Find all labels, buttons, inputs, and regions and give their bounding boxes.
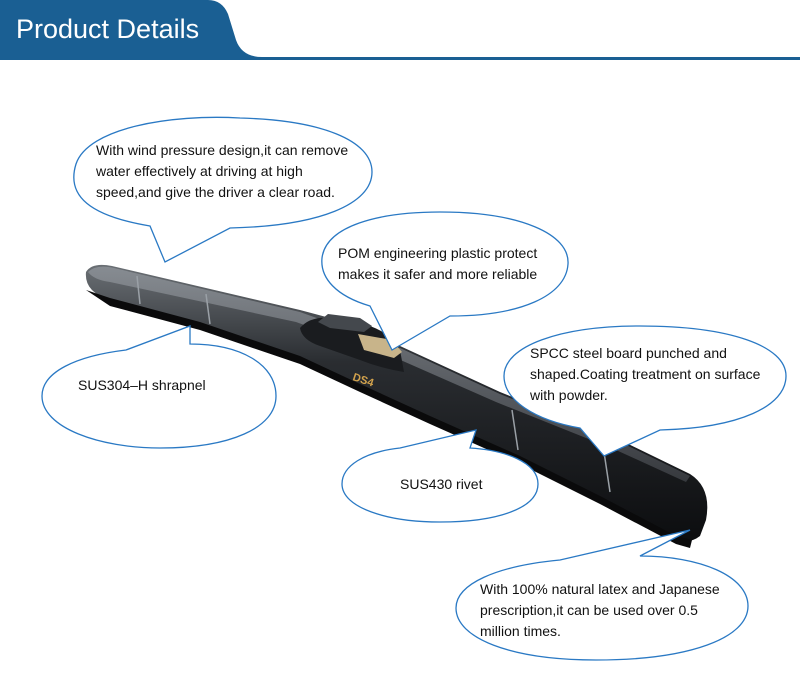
bubble-pom (321, 211, 569, 351)
callout-wind-text: With wind pressure design,it can remove … (96, 142, 349, 200)
callout-sus304-text: SUS304–H shrapnel (78, 377, 206, 393)
callout-latex-text: With 100% natural latex and Japanese pre… (480, 581, 720, 639)
bubble-latex (455, 529, 749, 661)
header-banner: Product Details (0, 0, 800, 62)
bubble-wind (73, 116, 373, 263)
callout-sus430-text: SUS430 rivet (400, 476, 483, 492)
bubble-sus430 (341, 429, 539, 523)
callout-pom-text: POM engineering plastic protect makes it… (338, 245, 538, 282)
header-bar-graphic (0, 0, 800, 60)
callout-spcc-text: SPCC steel board punched and shaped.Coat… (530, 345, 761, 403)
page-title: Product Details (16, 14, 200, 44)
bubble-sus304 (41, 325, 277, 449)
bubble-spcc (503, 325, 787, 457)
header-title-box: Product Details (0, 0, 232, 58)
